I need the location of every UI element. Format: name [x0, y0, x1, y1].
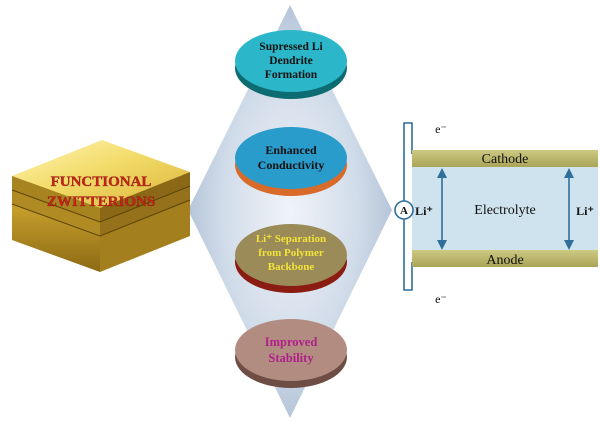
ion-arrow-left-icon [437, 168, 447, 250]
benefit-text-line: Li⁺ Separation [256, 233, 326, 245]
ion-label-left: Li⁺ [415, 204, 433, 218]
benefit-disc-stability: Improved Stability [235, 319, 347, 388]
ammeter-label: A [400, 205, 408, 217]
benefit-disc-separation: Li⁺ Separation from Polymer Backbone [235, 224, 347, 293]
battery-cell: A Cathode Anode Electrolyte Li⁺ Li⁺ e⁻ e… [394, 122, 598, 306]
benefit-disc-dendrite: Supressed Li Dendrite Formation [235, 30, 347, 99]
benefit-text-line: Enhanced [265, 143, 317, 157]
benefit-text-line: Formation [265, 69, 318, 81]
electron-label-bottom: e⁻ [435, 292, 447, 306]
benefit-text-line: Conductivity [258, 158, 325, 172]
benefit-text-line: Supressed Li [259, 41, 323, 53]
ammeter-icon [394, 200, 414, 220]
benefit-disc-conductivity: Enhanced Conductivity [235, 127, 347, 196]
anode-electrode [412, 250, 598, 267]
ion-label-right: Li⁺ [576, 204, 594, 218]
benefit-text-line: Improved [265, 335, 318, 349]
electrolyte-region [412, 166, 598, 250]
zwitterion-stack [11, 140, 191, 272]
cathode-electrode [412, 150, 598, 167]
benefit-text-line: Dendrite [269, 55, 312, 67]
electrolyte-label: Electrolyte [474, 203, 535, 218]
diamond-backdrop [188, 5, 392, 418]
benefit-text-line: Backbone [268, 261, 315, 273]
stack-label-line-2: ZWITTERIONS [47, 194, 155, 210]
ion-arrow-right-icon [564, 168, 574, 250]
anode-label: Anode [486, 253, 523, 268]
benefit-text-line: from Polymer [258, 247, 324, 259]
cathode-label: Cathode [482, 152, 529, 167]
benefit-text-line: Stability [268, 351, 314, 365]
electron-label-top: e⁻ [435, 122, 447, 136]
stack-label-line-1: FUNCTIONAL [51, 174, 152, 190]
